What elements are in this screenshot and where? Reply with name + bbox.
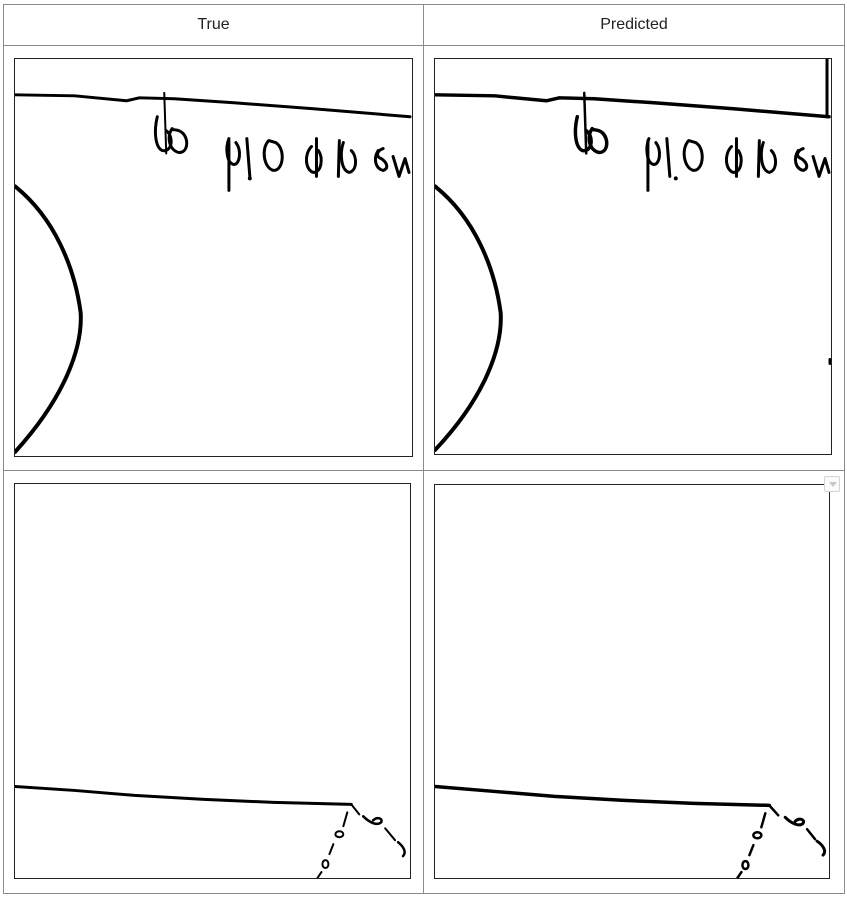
header-predicted: Predicted	[423, 4, 845, 46]
handwriting-drawing	[15, 784, 406, 878]
header-true: True	[3, 4, 424, 46]
handwriting-drawing	[15, 91, 412, 455]
predicted-image-2	[434, 484, 830, 879]
header-row: True Predicted	[3, 4, 845, 46]
true-image-1	[14, 58, 413, 457]
chevron-down-icon[interactable]	[824, 476, 840, 492]
true-image-2	[14, 483, 411, 879]
handwriting-drawing	[435, 784, 827, 878]
predicted-image-1	[434, 58, 832, 455]
handwriting-drawing	[435, 59, 831, 453]
